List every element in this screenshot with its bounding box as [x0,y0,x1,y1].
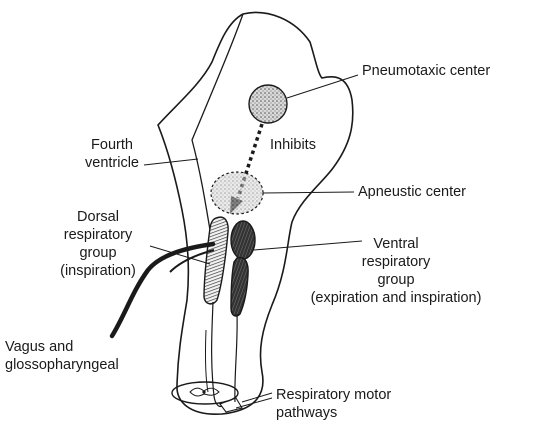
inhibits-label: Inhibits [270,136,316,154]
dorsal-respiratory-group-label: Dorsal respiratory group (inspiration) [48,208,148,280]
leader-apneustic [263,192,354,193]
ventral-respiratory-group-label: Ventral respiratory group (expiration an… [284,235,508,307]
vagus-glossopharyngeal-label: Vagus and glossopharyngeal [5,338,119,374]
motor-pathway-dorsal [212,302,222,407]
respiratory-motor-pathways-label: Respiratory motor pathways [276,386,391,422]
ventral-respiratory-group-column [231,258,248,316]
apneustic-center-label: Apneustic center [358,183,466,201]
central-canal [202,390,205,393]
leader-motor-2 [236,398,272,408]
dorsal-respiratory-group-nucleus [204,217,228,304]
ventral-respiratory-group-upper [231,221,255,259]
pneumotaxic-center-label: Pneumotaxic center [362,62,490,80]
fourth-ventricle-label: Fourth ventricle [76,136,148,172]
brainstem-outline [158,12,353,414]
leader-motor-1 [242,393,272,402]
apneustic-center-nucleus [211,172,263,214]
pneumotaxic-center-nucleus [249,85,287,123]
